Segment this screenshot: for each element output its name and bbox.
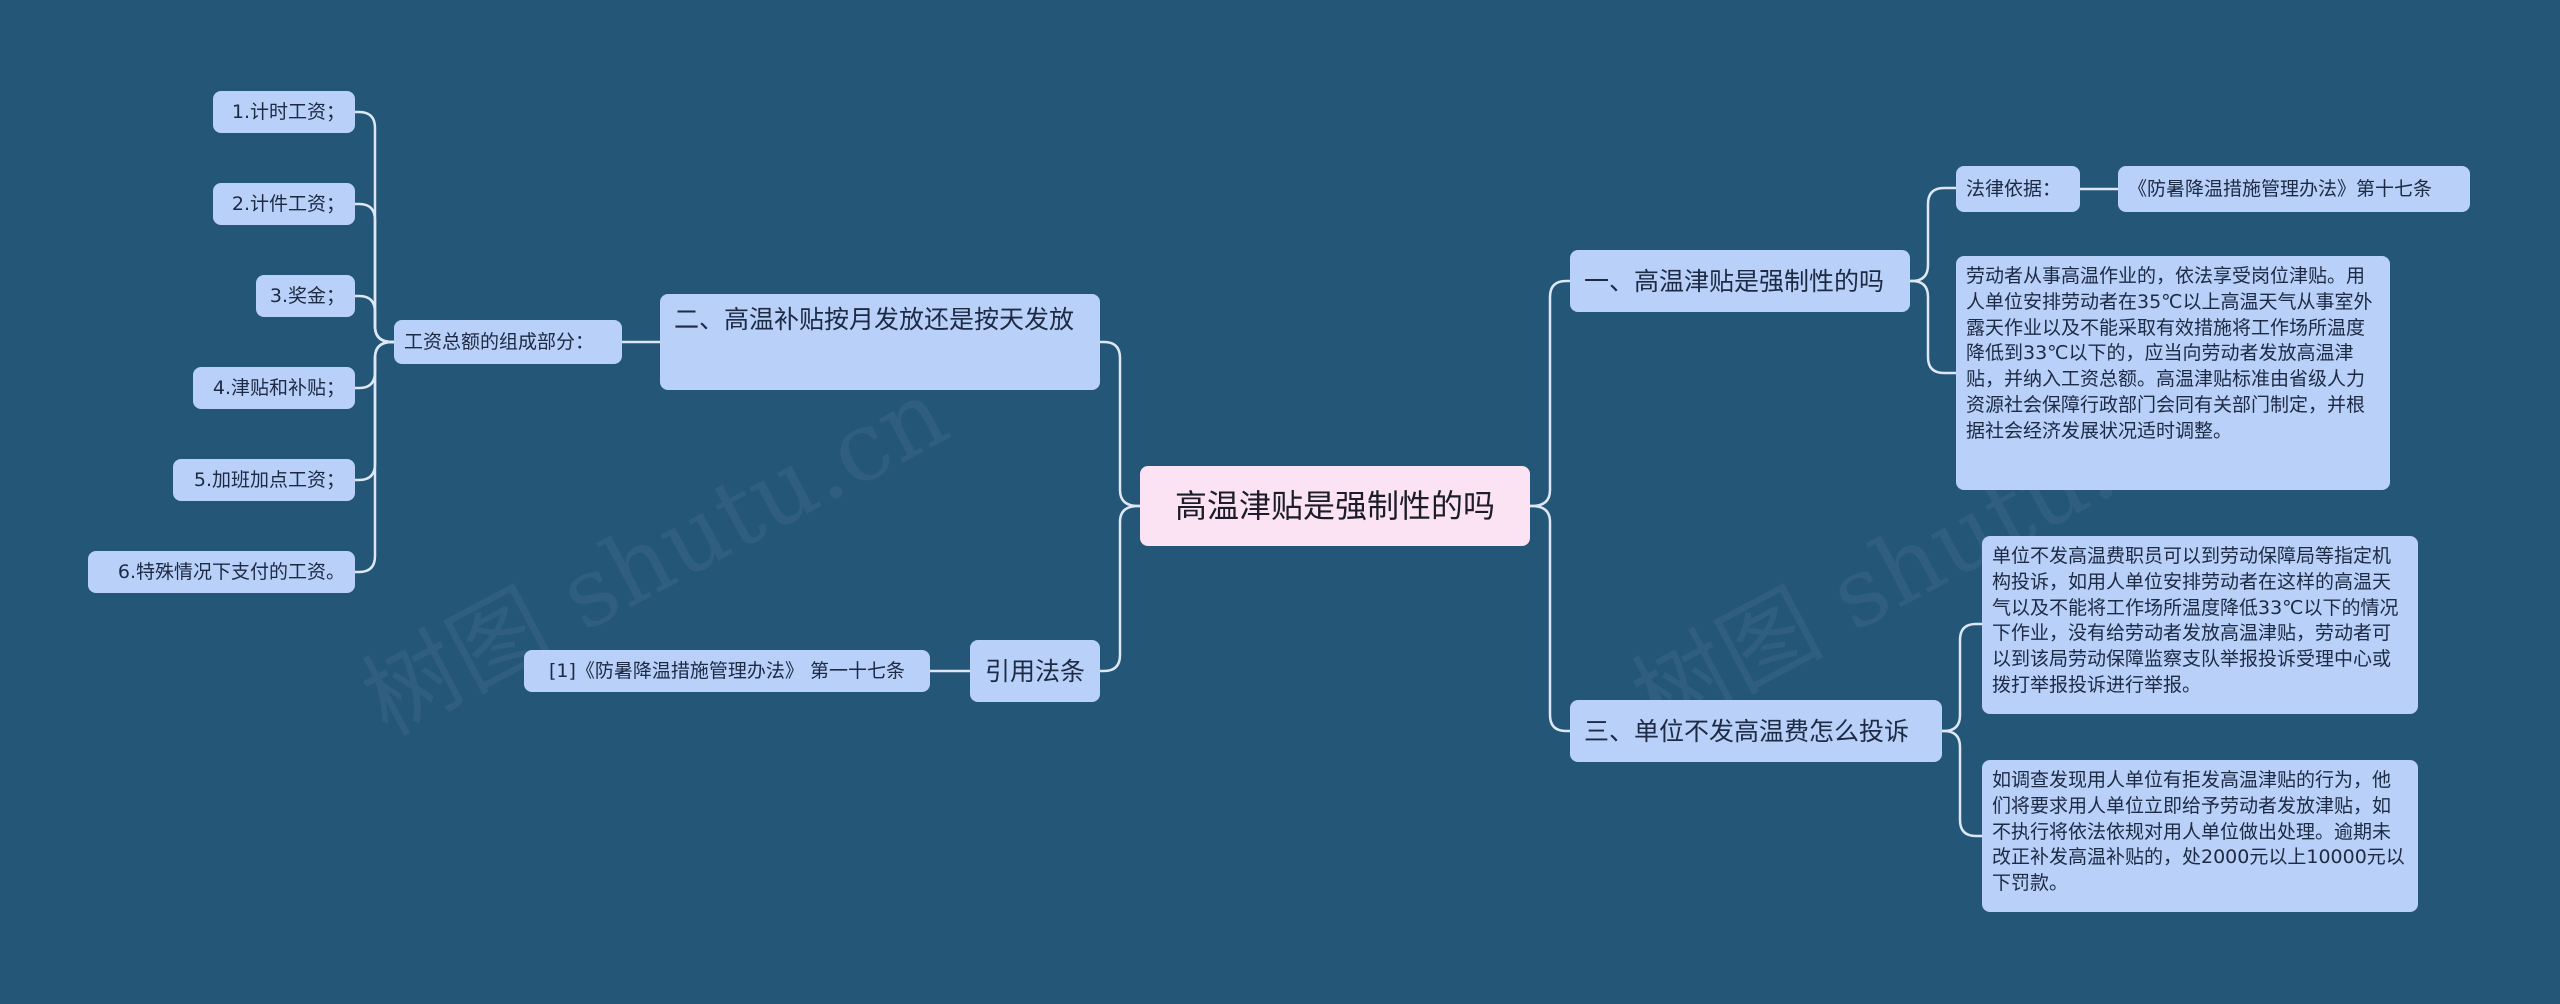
link-root-mandatory: [1528, 279, 1572, 508]
link-item-3: [353, 294, 396, 344]
root-topic[interactable]: 高温津贴是强制性的吗: [1140, 466, 1530, 546]
salary-item-2[interactable]: 2.计件工资；: [213, 183, 355, 225]
branch-complaint[interactable]: 三、单位不发高温费怎么投诉: [1570, 700, 1942, 762]
link-complaint-1: [1940, 622, 1984, 733]
link-basis: [1908, 186, 1958, 283]
link-root-cite: [1098, 504, 1142, 673]
branch-salary-frequency[interactable]: 二、高温补贴按月发放还是按天发放: [660, 294, 1100, 390]
legal-basis-value[interactable]: 《防暑降温措施管理办法》第十七条: [2118, 166, 2470, 212]
cited-law-item[interactable]: [1]《防暑降温措施管理办法》 第一十七条: [524, 650, 930, 692]
legal-basis-label[interactable]: 法律依据：: [1956, 166, 2080, 212]
salary-item-5[interactable]: 5.加班加点工资；: [173, 459, 355, 501]
mandatory-detail[interactable]: 劳动者从事高温作业的，依法享受岗位津贴。用人单位安排劳动者在35℃以上高温天气从…: [1956, 256, 2390, 490]
salary-item-4[interactable]: 4.津贴和补贴；: [193, 367, 355, 409]
link-item-6: [353, 340, 396, 574]
salary-composition-label[interactable]: 工资总额的组成部分：: [394, 320, 622, 364]
branch-is-mandatory[interactable]: 一、高温津贴是强制性的吗: [1570, 250, 1910, 312]
link-root-complaint: [1528, 504, 1572, 733]
salary-item-3[interactable]: 3.奖金；: [256, 275, 355, 317]
link-detail: [1908, 279, 1958, 375]
complaint-detail-1[interactable]: 单位不发高温费职员可以到劳动保障局等指定机构投诉，如用人单位安排劳动者在这样的高…: [1982, 536, 2418, 714]
salary-item-1[interactable]: 1.计时工资；: [213, 91, 355, 133]
salary-item-6[interactable]: 6.特殊情况下支付的工资。: [88, 551, 355, 593]
complaint-detail-2[interactable]: 如调查发现用人单位有拒发高温津贴的行为，他们将要求用人单位立即给予劳动者发放津贴…: [1982, 760, 2418, 912]
link-root-salary: [1098, 340, 1142, 508]
link-complaint-2: [1940, 729, 1984, 838]
branch-cited-law[interactable]: 引用法条: [970, 640, 1100, 702]
